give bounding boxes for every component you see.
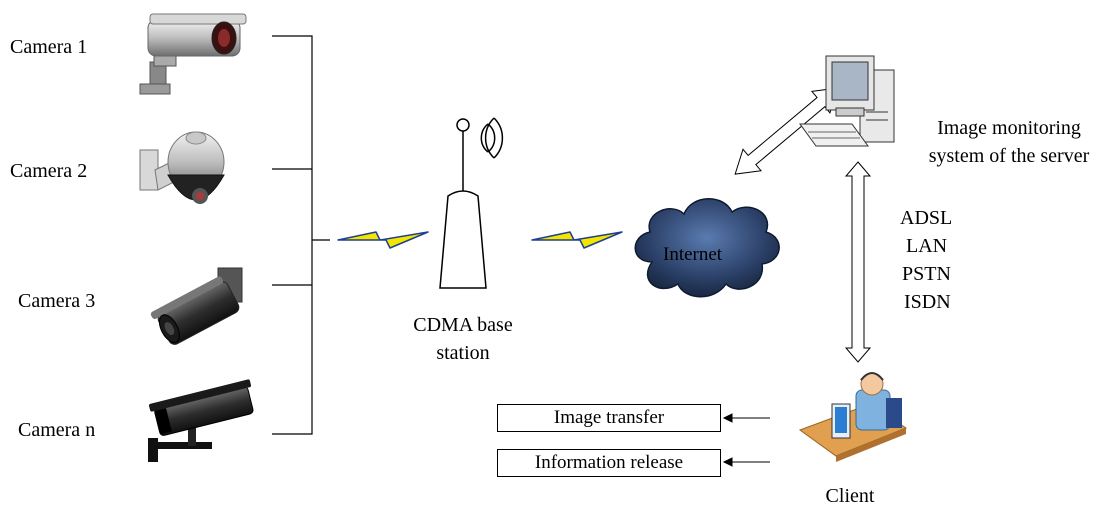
wireless-link-icon — [337, 231, 429, 249]
image-transfer-box: Image transfer — [497, 404, 721, 432]
link-pstn: PSTN — [902, 263, 951, 285]
box-camera-icon — [150, 267, 243, 345]
internet-label: Internet — [663, 244, 723, 265]
internet-server-arrow — [734, 87, 839, 175]
link-adsl: ADSL — [900, 207, 953, 229]
base-station-label-line1: CDMA base — [413, 314, 513, 336]
cell-tower-icon — [439, 117, 504, 289]
long-bullet-camera-icon — [148, 379, 254, 462]
camera-bracket — [272, 35, 330, 435]
server-label-line2: system of the server — [928, 145, 1090, 167]
client-output-arrows — [722, 413, 770, 467]
wireless-link-icon-2 — [531, 231, 623, 249]
cloud-icon — [634, 198, 780, 298]
camera-2-label: Camera 2 — [10, 160, 88, 182]
dome-camera-icon — [139, 131, 225, 204]
operator-workstation-icon — [798, 372, 908, 462]
link-lan: LAN — [906, 235, 948, 257]
information-release-box: Information release — [497, 449, 721, 477]
desktop-computer-icon — [799, 55, 895, 147]
client-label: Client — [825, 485, 875, 507]
server-client-arrow — [844, 161, 872, 363]
camera-1-label: Camera 1 — [10, 36, 88, 58]
camera-n-label: Camera n — [18, 419, 96, 441]
link-isdn: ISDN — [904, 291, 951, 313]
bullet-camera-icon — [139, 13, 247, 95]
server-label-line1: Image monitoring — [937, 117, 1081, 139]
base-station-label-line2: station — [436, 342, 490, 364]
camera-3-label: Camera 3 — [18, 290, 96, 312]
